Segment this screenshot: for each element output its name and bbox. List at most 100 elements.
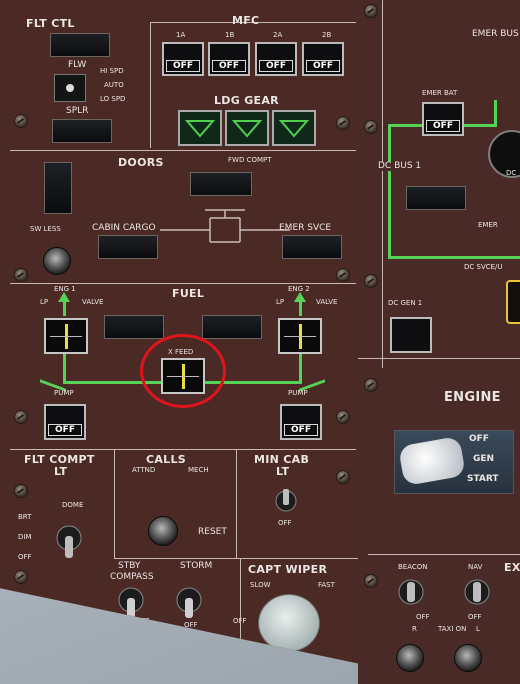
mfc-1b-label: 1B	[225, 31, 235, 39]
flw-opt-auto: AUTO	[104, 81, 124, 89]
emer-bat-button[interactable]: OFF	[422, 102, 464, 136]
cabin-cargo-label: CABIN CARGO	[92, 223, 156, 233]
l-label: L	[476, 625, 480, 633]
wiper-off: OFF	[233, 617, 247, 625]
screw-icon	[336, 410, 350, 424]
flw-label: FLW	[68, 60, 87, 70]
storm-label: STORM	[180, 561, 213, 571]
fuel-indicator-right	[202, 315, 262, 339]
gear-nose-indicator	[178, 110, 222, 146]
pump-2-button[interactable]: OFF	[280, 404, 322, 440]
sw-label: SW LESS	[30, 225, 61, 233]
main-panel: FLT CTL FLW HI SPD AUTO LO SPD SPLR MFC …	[0, 0, 358, 684]
xfeed-highlight-circle	[140, 334, 226, 408]
emer-label: EMER	[478, 221, 498, 229]
valve-right: VALVE	[316, 298, 338, 306]
engine-label: ENGINE	[444, 390, 501, 405]
min-cab-off: OFF	[278, 519, 292, 527]
dc-bus1-indicator	[406, 186, 466, 210]
right-panel: EMER BUS EMER BAT OFF DC BUS 1 DC EMER D…	[358, 0, 520, 684]
taxi-label: TAXI ON	[438, 625, 467, 633]
mfc-title: MFC	[232, 14, 260, 27]
wiper-slow: SLOW	[250, 581, 271, 589]
beacon-toggle[interactable]	[396, 578, 426, 614]
mfc-2a-button[interactable]: OFF	[255, 42, 297, 76]
flt-ctl-indicator	[50, 33, 110, 57]
wiper-fast: FAST	[318, 581, 335, 589]
flt-compt-title: FLT COMPT	[24, 453, 95, 466]
screw-icon	[336, 268, 350, 282]
landing-light-l-switch[interactable]	[454, 644, 482, 672]
engine-opt-off: OFF	[469, 434, 489, 444]
lp-left: LP	[40, 298, 49, 306]
pump-left-label: PUMP	[54, 389, 74, 397]
pump-1-button[interactable]: OFF	[44, 404, 86, 440]
stby-off: OFF	[136, 617, 150, 625]
eng1-label: ENG 1	[54, 285, 76, 293]
stby-compass-toggle[interactable]	[116, 586, 146, 622]
attnd-label: ATTND	[132, 466, 156, 474]
engine-opt-start: START	[467, 474, 499, 484]
mfc-1b-button[interactable]: OFF	[208, 42, 250, 76]
mfc-1a-label: 1A	[176, 31, 186, 39]
ldg-gear-title: LDG GEAR	[214, 94, 279, 107]
engine-opt-gen: GEN	[473, 454, 495, 464]
flt-ctl-title: FLT CTL	[26, 17, 75, 30]
lp-valve-1[interactable]	[44, 318, 88, 354]
nav-label: NAV	[468, 563, 483, 571]
calls-title: CALLS	[146, 453, 187, 466]
storm-toggle[interactable]	[174, 586, 204, 622]
flw-selector[interactable]	[54, 74, 86, 102]
gear-right-indicator	[272, 110, 316, 146]
emer-bus-label: EMER BUS	[472, 29, 519, 39]
screw-icon	[14, 570, 28, 584]
flt-compt-lt: LT	[54, 465, 68, 478]
beacon-off: OFF	[416, 613, 430, 621]
dc-svce-switch[interactable]	[506, 280, 520, 324]
splr-indicator	[52, 119, 112, 143]
gear-arrow-icon	[231, 120, 263, 138]
brt-label: BRT	[18, 513, 32, 521]
screw-icon	[364, 4, 378, 18]
mfc-2a-label: 2A	[273, 31, 283, 39]
calls-reset-knob[interactable]	[148, 516, 178, 546]
flw-opt-hi: HI SPD	[100, 67, 124, 75]
lp-valve-2[interactable]	[278, 318, 322, 354]
engine-selector-panel: OFF GEN START	[394, 430, 514, 494]
eng2-label: ENG 2	[288, 285, 310, 293]
pump-right-label: PUMP	[288, 389, 308, 397]
mfc-2b-button[interactable]: OFF	[302, 42, 344, 76]
fuel-title: FUEL	[172, 287, 205, 300]
doors-rotary-switch[interactable]	[43, 247, 71, 275]
landing-light-r-switch[interactable]	[396, 644, 424, 672]
off-label: OFF	[18, 553, 32, 561]
arrow-up-icon	[58, 292, 70, 302]
flw-opt-lo: LO SPD	[100, 95, 126, 103]
mfc-1a-button[interactable]: OFF	[162, 42, 204, 76]
emer-bat-label: EMER BAT	[422, 89, 458, 97]
reset-label: RESET	[198, 527, 227, 537]
screw-icon	[14, 114, 28, 128]
fwd-compt-label: FWD COMPT	[228, 156, 272, 164]
nav-toggle[interactable]	[462, 578, 492, 614]
screw-icon	[14, 268, 28, 282]
dome-toggle-switch[interactable]	[54, 524, 84, 560]
doors-schematic-icon	[160, 209, 290, 243]
ex-label: EX	[504, 561, 520, 574]
nav-off: OFF	[468, 613, 482, 621]
dc-svce-label: DC SVCE/U	[464, 263, 503, 271]
screw-icon	[364, 574, 378, 588]
min-cab-toggle-switch[interactable]	[274, 487, 298, 515]
r-label: R	[412, 625, 417, 633]
valve-left: VALVE	[82, 298, 104, 306]
min-cab-title: MIN CAB	[254, 453, 310, 466]
screw-icon	[14, 484, 28, 498]
gear-arrow-icon	[278, 120, 310, 138]
emer-svce-label: EMER SVCE	[279, 223, 332, 233]
dc-gen1-button[interactable]	[390, 317, 432, 353]
engine-rotary-knob[interactable]	[397, 435, 467, 487]
capt-wiper-title: CAPT WIPER	[248, 563, 328, 576]
mfc-2b-label: 2B	[322, 31, 332, 39]
wiper-rotary-knob[interactable]	[258, 594, 320, 652]
dc-label: DC	[506, 169, 517, 177]
